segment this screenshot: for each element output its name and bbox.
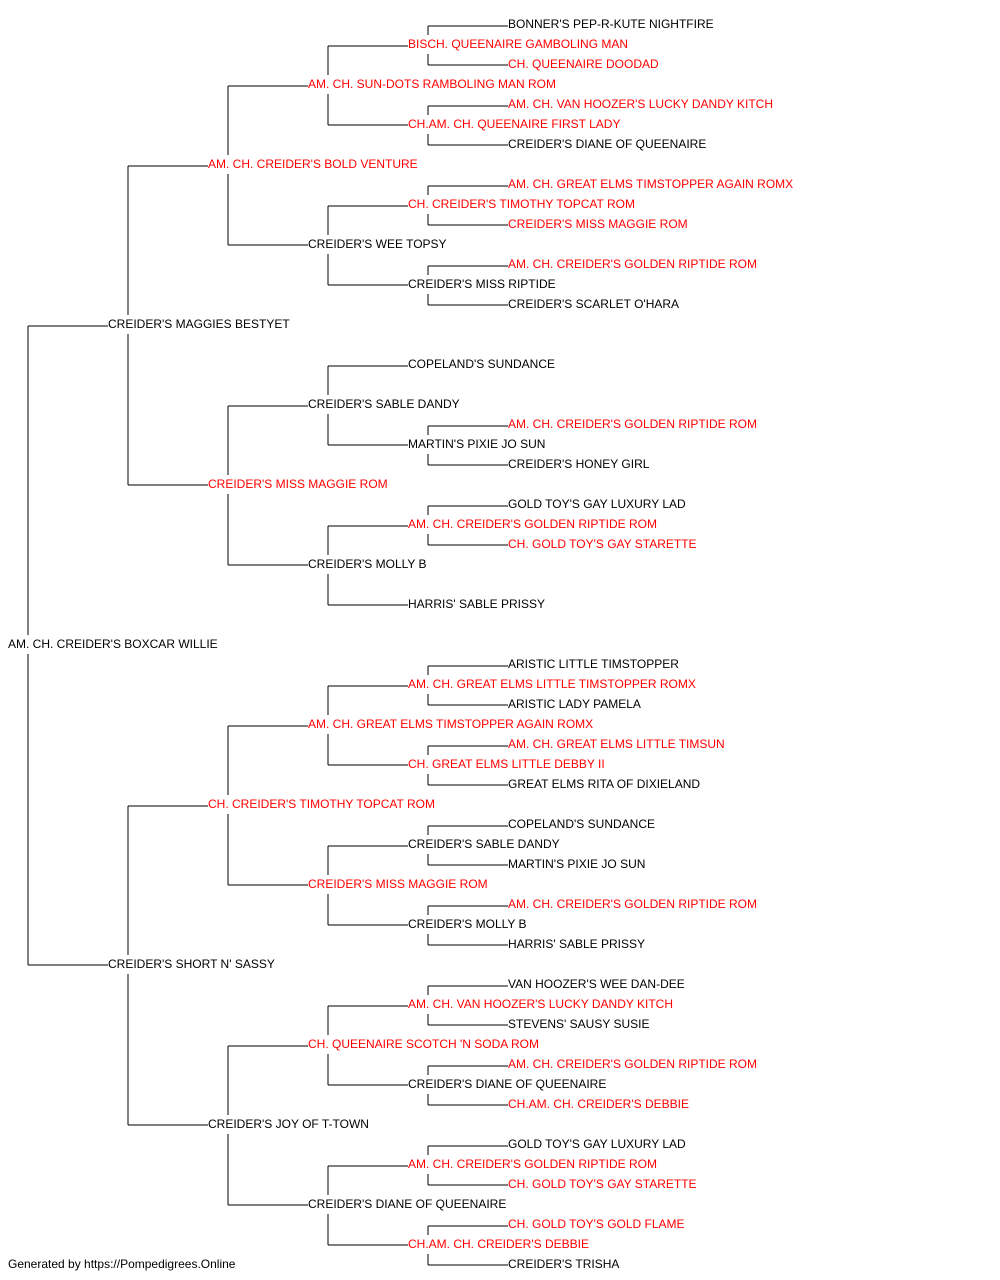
ancestor-name: CREIDER'S TRISHA	[508, 1257, 620, 1271]
ancestor-name: CREIDER'S MISS MAGGIE ROM	[508, 217, 688, 231]
ancestor-name: AM. CH. CREIDER'S GOLDEN RIPTIDE ROM	[408, 1157, 657, 1171]
ancestor-name: AM. CH. VAN HOOZER'S LUCKY DANDY KITCH	[408, 997, 674, 1011]
ancestor-name: CH. CREIDER'S TIMOTHY TOPCAT ROM	[208, 797, 435, 811]
ancestor-name: CREIDER'S SCARLET O'HARA	[508, 297, 680, 311]
ancestor-name: AM. CH. CREIDER'S GOLDEN RIPTIDE ROM	[508, 257, 757, 271]
ancestor-name: CH. GOLD TOY'S GAY STARETTE	[508, 1177, 697, 1191]
ancestor-name: AM. CH. VAN HOOZER'S LUCKY DANDY KITCH	[508, 97, 774, 111]
ancestor-name: CREIDER'S DIANE OF QUEENAIRE	[508, 137, 707, 151]
ancestor-name: CH. QUEENAIRE SCOTCH 'N SODA ROM	[308, 1037, 539, 1051]
ancestor-name: CREIDER'S MISS RIPTIDE	[408, 277, 556, 291]
ancestor-name: ARISTIC LITTLE TIMSTOPPER	[508, 657, 679, 671]
ancestor-name: GOLD TOY'S GAY LUXURY LAD	[508, 497, 686, 511]
ancestor-name: CH. GREAT ELMS LITTLE DEBBY II	[408, 757, 605, 771]
ancestor-name: AM. CH. CREIDER'S GOLDEN RIPTIDE ROM	[408, 517, 657, 531]
ancestor-name: BONNER'S PEP-R-KUTE NIGHTFIRE	[508, 17, 714, 31]
ancestor-name: AM. CH. SUN-DOTS RAMBOLING MAN ROM	[308, 77, 557, 91]
ancestor-name: CH. QUEENAIRE DOODAD	[508, 57, 659, 71]
ancestor-name: CREIDER'S MISS MAGGIE ROM	[208, 477, 388, 491]
ancestor-name: CREIDER'S MISS MAGGIE ROM	[308, 877, 488, 891]
ancestor-name: MARTIN'S PIXIE JO SUN	[508, 857, 646, 871]
ancestor-name: CH. CREIDER'S TIMOTHY TOPCAT ROM	[408, 197, 635, 211]
ancestor-name: HARRIS' SABLE PRISSY	[508, 937, 646, 951]
ancestor-name: CREIDER'S SHORT N' SASSY	[108, 957, 275, 971]
ancestor-name: CH.AM. CH. CREIDER'S DEBBIE	[508, 1097, 689, 1111]
ancestor-name: ARISTIC LADY PAMELA	[508, 697, 641, 711]
ancestor-name: CREIDER'S DIANE OF QUEENAIRE	[308, 1197, 507, 1211]
ancestor-name: CH.AM. CH. CREIDER'S DEBBIE	[408, 1237, 589, 1251]
ancestor-name: CREIDER'S HONEY GIRL	[508, 457, 650, 471]
ancestor-name: AM. CH. CREIDER'S BOLD VENTURE	[208, 157, 418, 171]
ancestor-name: GOLD TOY'S GAY LUXURY LAD	[508, 1137, 686, 1151]
ancestor-name: CH.AM. CH. QUEENAIRE FIRST LADY	[408, 117, 621, 131]
ancestor-name: CREIDER'S MAGGIES BESTYET	[108, 317, 290, 331]
ancestor-name: CH. GOLD TOY'S GOLD FLAME	[508, 1217, 685, 1231]
ancestor-name: CREIDER'S MOLLY B	[408, 917, 527, 931]
ancestor-name: HARRIS' SABLE PRISSY	[408, 597, 546, 611]
ancestor-name: CREIDER'S DIANE OF QUEENAIRE	[408, 1077, 607, 1091]
ancestor-name: CREIDER'S JOY OF T-TOWN	[208, 1117, 369, 1131]
ancestor-name: COPELAND'S SUNDANCE	[408, 357, 555, 371]
ancestor-name: AM. CH. GREAT ELMS TIMSTOPPER AGAIN ROMX	[308, 717, 594, 731]
ancestor-name: AM. CH. GREAT ELMS LITTLE TIMSTOPPER ROM…	[408, 677, 696, 691]
ancestor-name: GREAT ELMS RITA OF DIXIELAND	[508, 777, 701, 791]
ancestor-name: AM. CH. CREIDER'S GOLDEN RIPTIDE ROM	[508, 897, 757, 911]
ancestor-name: VAN HOOZER'S WEE DAN-DEE	[508, 977, 685, 991]
subject-dog-name: AM. CH. CREIDER'S BOXCAR WILLIE	[8, 637, 218, 651]
ancestor-name: MARTIN'S PIXIE JO SUN	[408, 437, 546, 451]
ancestor-name: CREIDER'S WEE TOPSY	[308, 237, 447, 251]
ancestor-name: AM. CH. GREAT ELMS LITTLE TIMSUN	[508, 737, 725, 751]
ancestor-name: CH. GOLD TOY'S GAY STARETTE	[508, 537, 697, 551]
ancestor-name: AM. CH. CREIDER'S GOLDEN RIPTIDE ROM	[508, 1057, 757, 1071]
ancestor-name: CREIDER'S MOLLY B	[308, 557, 427, 571]
ancestor-name: COPELAND'S SUNDANCE	[508, 817, 655, 831]
ancestor-name: AM. CH. CREIDER'S GOLDEN RIPTIDE ROM	[508, 417, 757, 431]
ancestor-name: STEVENS' SAUSY SUSIE	[508, 1017, 650, 1031]
ancestor-name: CREIDER'S SABLE DANDY	[308, 397, 460, 411]
generator-footer: Generated by https://Pompedigrees.Online	[8, 1257, 236, 1271]
ancestor-name: AM. CH. GREAT ELMS TIMSTOPPER AGAIN ROMX	[508, 177, 794, 191]
ancestor-name: BISCH. QUEENAIRE GAMBOLING MAN	[408, 37, 629, 51]
ancestor-name: CREIDER'S SABLE DANDY	[408, 837, 560, 851]
